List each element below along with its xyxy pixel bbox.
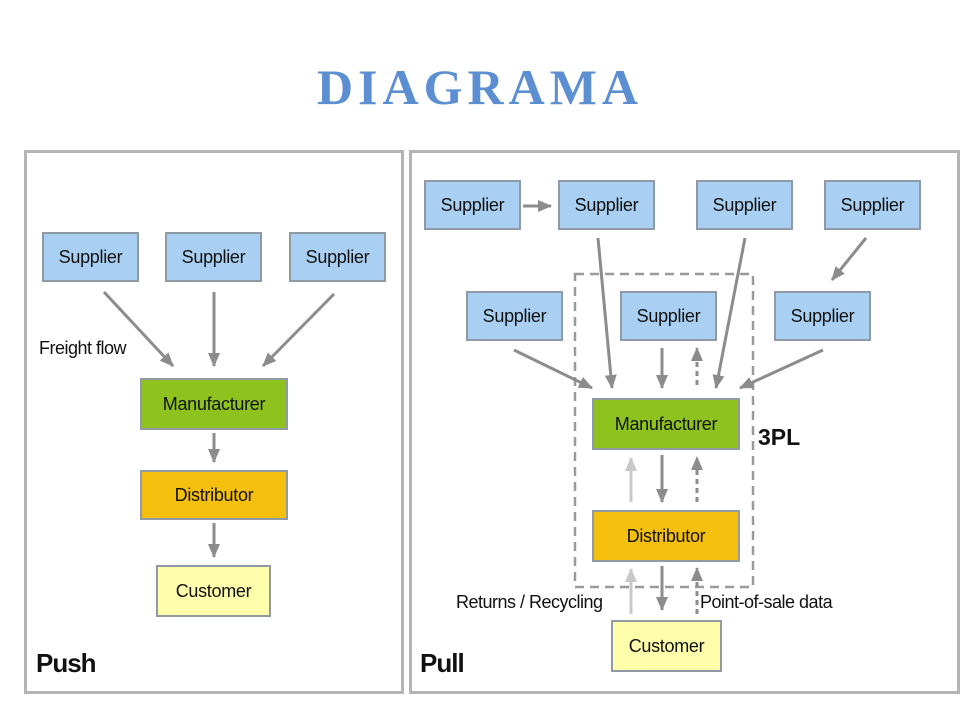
pull-supplier-middle-1: Supplier: [466, 291, 563, 341]
push-supplier-1: Supplier: [42, 232, 139, 282]
pull-supplier-middle-3: Supplier: [774, 291, 871, 341]
push-supplier-2: Supplier: [165, 232, 262, 282]
pull-customer: Customer: [611, 620, 722, 672]
returns-recycling-label: Returns / Recycling: [456, 592, 603, 612]
point-of-sale-label: Point-of-sale data: [700, 592, 833, 612]
push-label: Push: [36, 648, 97, 678]
pull-label: Pull: [420, 648, 465, 678]
pull-supplier-middle-2: Supplier: [620, 291, 717, 341]
pull-supplier-top-2: Supplier: [558, 180, 655, 230]
push-supplier-3: Supplier: [289, 232, 386, 282]
push-customer: Customer: [156, 565, 271, 617]
pull-distributor: Distributor: [592, 510, 740, 562]
page-title: DIAGRAMA: [316, 59, 644, 115]
pull-top-supplier-to-manufacturer-arrow: [596, 237, 617, 389]
pull-middle-supplier-1-to-manufacturer-arrow: [513, 348, 593, 390]
pull-manufacturer: Manufacturer: [592, 398, 740, 450]
3pl-boundary: [573, 272, 755, 589]
push-distributor: Distributor: [140, 470, 288, 520]
push-manufacturer: Manufacturer: [140, 378, 288, 430]
pull-supplier-top-3: Supplier: [696, 180, 793, 230]
freight-flow-label: Freight flow: [39, 338, 127, 358]
pull-supplier-top-4: Supplier: [824, 180, 921, 230]
pull-top-supplier-to-middle-supplier-arrow: [830, 237, 868, 281]
push-supplier-1-to-manufacturer-arrow: [102, 290, 175, 368]
push-supplier-3-to-manufacturer-arrow: [261, 292, 336, 368]
pull-top-supplier-3-to-manufacturer-arrow: [712, 237, 747, 389]
pull-middle-supplier-3-to-manufacturer-arrow: [739, 348, 824, 390]
pull-supplier-top-1: Supplier: [424, 180, 521, 230]
3pl-label: 3PL: [758, 424, 801, 450]
